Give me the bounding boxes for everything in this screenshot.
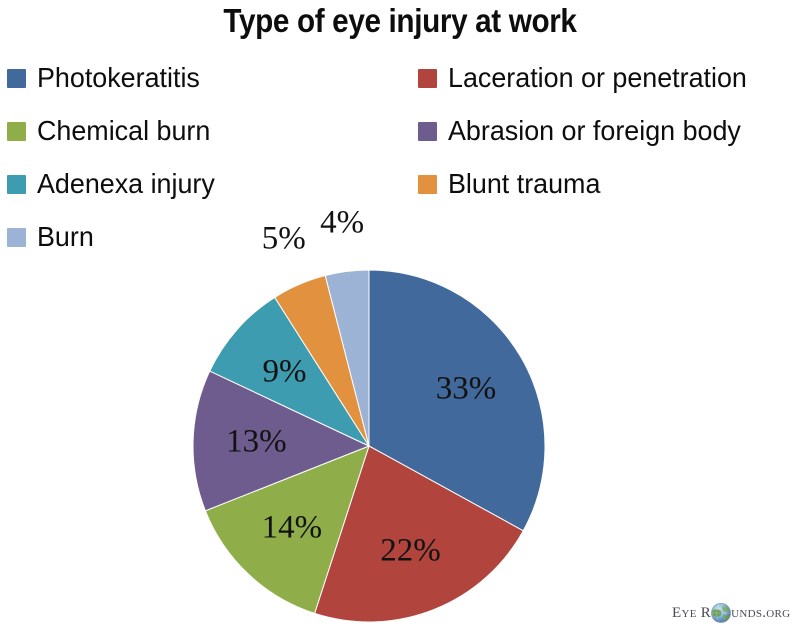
legend-label: Adenexa injury [37,168,215,199]
pie-slice[interactable] [204,445,370,615]
watermark-text-before: Eye R [672,604,712,621]
pie-slice-label: 9% [262,353,307,389]
pie-slice-label: 22% [380,532,441,569]
pie-slice-label: 33% [435,370,497,407]
legend-item-blunt-trauma[interactable]: Blunt trauma [418,170,607,198]
watermark: Eye R unds.org [672,601,790,625]
pie-slice-label: 4% [320,204,365,241]
legend-label: Burn [37,221,94,252]
pie-slice[interactable] [209,296,371,448]
legend-swatch-icon [7,174,26,194]
legend-item-burn[interactable]: Burn [7,223,96,251]
legend-swatch-icon [7,121,26,141]
pie-slice-label: 13% [226,423,287,460]
legend-label: Photokeratitis [37,62,200,93]
pie-slice[interactable] [193,370,371,512]
legend-swatch-icon [418,68,437,88]
globe-icon [710,602,732,624]
legend-label: Blunt trauma [448,168,601,199]
chart-title: Type of eye injury at work [223,2,577,39]
pie-slice-label: 5% [261,220,306,257]
legend-swatch-icon [7,68,26,88]
watermark-text-after: unds.org [731,604,791,621]
legend-item-abrasion-or-foreign-body[interactable]: Abrasion or foreign body [418,117,753,145]
pie-slice[interactable] [324,270,370,447]
legend-label: Chemical burn [37,115,211,146]
pie-slice[interactable] [368,270,545,532]
pie-svg [193,270,545,622]
legend-label: Abrasion or foreign body [448,115,741,146]
pie-slice[interactable] [313,445,524,622]
pie-slice-label: 14% [261,509,323,546]
legend-item-chemical-burn[interactable]: Chemical burn [7,117,218,145]
legend-item-adenexa-injury[interactable]: Adenexa injury [7,170,222,198]
pie-graphic [193,270,545,622]
legend-item-laceration-or-penetration[interactable]: Laceration or penetration [418,64,759,92]
legend-label: Laceration or penetration [448,62,747,93]
legend-swatch-icon [418,174,437,194]
legend-swatch-icon [7,227,26,247]
legend-swatch-icon [418,121,437,141]
chart-legend: Photokeratitis Chemical burn Adenexa inj… [0,64,800,254]
legend-item-photokeratitis[interactable]: Photokeratitis [7,64,207,92]
